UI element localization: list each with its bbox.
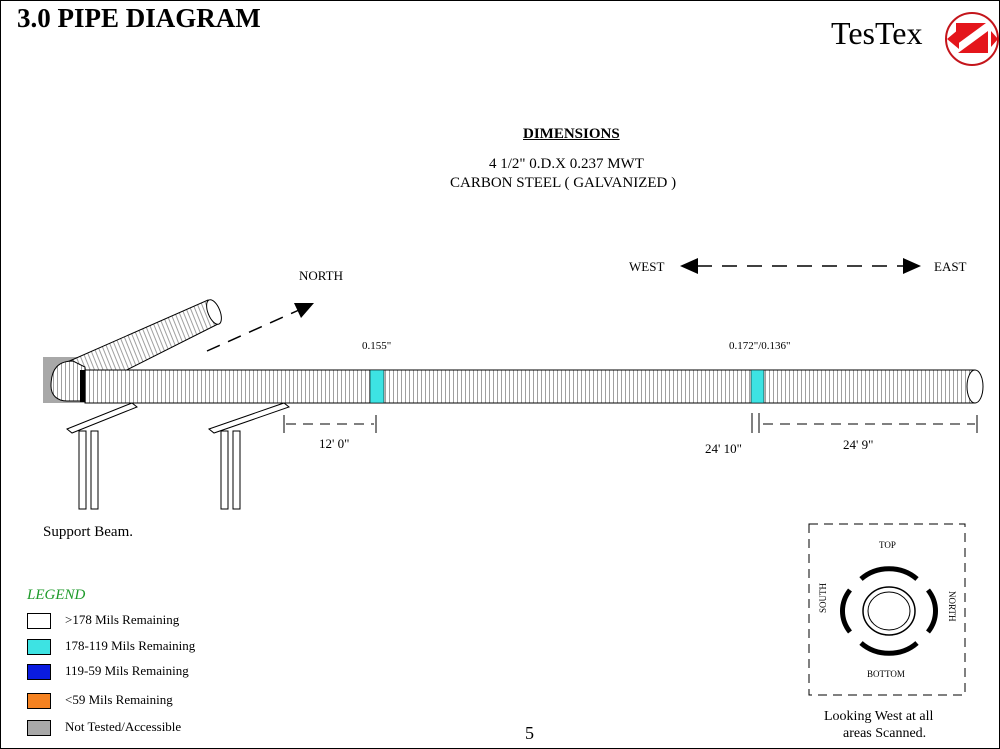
cross-section-diagram	[808, 523, 966, 696]
ring-reading-1: 0.155"	[362, 340, 392, 352]
dimensions-heading: DIMENSIONS	[523, 126, 620, 142]
dimensions-spec: 4 1/2" 0.D.X 0.237 MWT	[489, 156, 644, 172]
pipe-elbow	[50, 360, 86, 402]
measurement-3: 24' 9"	[843, 437, 874, 452]
support-beam-left	[66, 402, 138, 510]
legend-swatch	[27, 664, 51, 680]
measurement-lines	[283, 413, 978, 433]
legend-item: 178-119 Mils Remaining	[27, 638, 257, 657]
west-label: WEST	[629, 259, 665, 274]
ring-highlight-2	[750, 369, 765, 404]
dimensions-material: CARBON STEEL ( GALVANIZED )	[450, 175, 677, 191]
legend-label: <59 Mils Remaining	[65, 692, 173, 707]
support-beam-right	[207, 402, 291, 510]
legend-swatch	[27, 613, 51, 629]
ring-reading-2: 0.172"/0.136"	[729, 340, 791, 352]
brand-name: TesTex	[831, 15, 923, 51]
cross-section-top-label: TOP	[879, 540, 896, 550]
cross-section-bottom-label: BOTTOM	[867, 669, 905, 679]
testex-logo	[945, 12, 999, 66]
cross-section-south-label: SOUTH	[818, 582, 828, 613]
north-label: NORTH	[299, 268, 343, 283]
west-east-arrow	[680, 258, 921, 274]
page-number: 5	[525, 723, 534, 743]
main-pipe	[84, 369, 984, 404]
legend-item: <59 Mils Remaining	[27, 692, 257, 711]
legend-label: 178-119 Mils Remaining	[65, 638, 196, 653]
cross-section-north-label: NORTH	[947, 591, 957, 622]
measurement-1: 12' 0"	[319, 436, 350, 451]
legend-item: >178 Mils Remaining	[27, 612, 257, 631]
ring-highlight-1	[369, 369, 385, 404]
legend-label: Not Tested/Accessible	[65, 719, 182, 734]
legend-title: LEGEND	[27, 587, 86, 603]
cross-section-caption-line2: areas Scanned.	[843, 726, 927, 741]
east-label: EAST	[934, 259, 967, 274]
legend-item: Not Tested/Accessible	[27, 719, 257, 738]
support-beam-label: Support Beam.	[43, 524, 133, 540]
page-title: 3.0 PIPE DIAGRAM	[17, 3, 261, 33]
legend-swatch	[27, 693, 51, 709]
measurement-2: 24' 10"	[705, 441, 742, 456]
legend-swatch	[27, 639, 51, 655]
north-arrow	[206, 303, 314, 352]
legend-label: >178 Mils Remaining	[65, 612, 180, 627]
legend-swatch	[27, 720, 51, 736]
cross-section-caption-line1: Looking West at all	[824, 709, 934, 724]
legend-item: 119-59 Mils Remaining	[27, 663, 257, 682]
legend-label: 119-59 Mils Remaining	[65, 663, 189, 678]
